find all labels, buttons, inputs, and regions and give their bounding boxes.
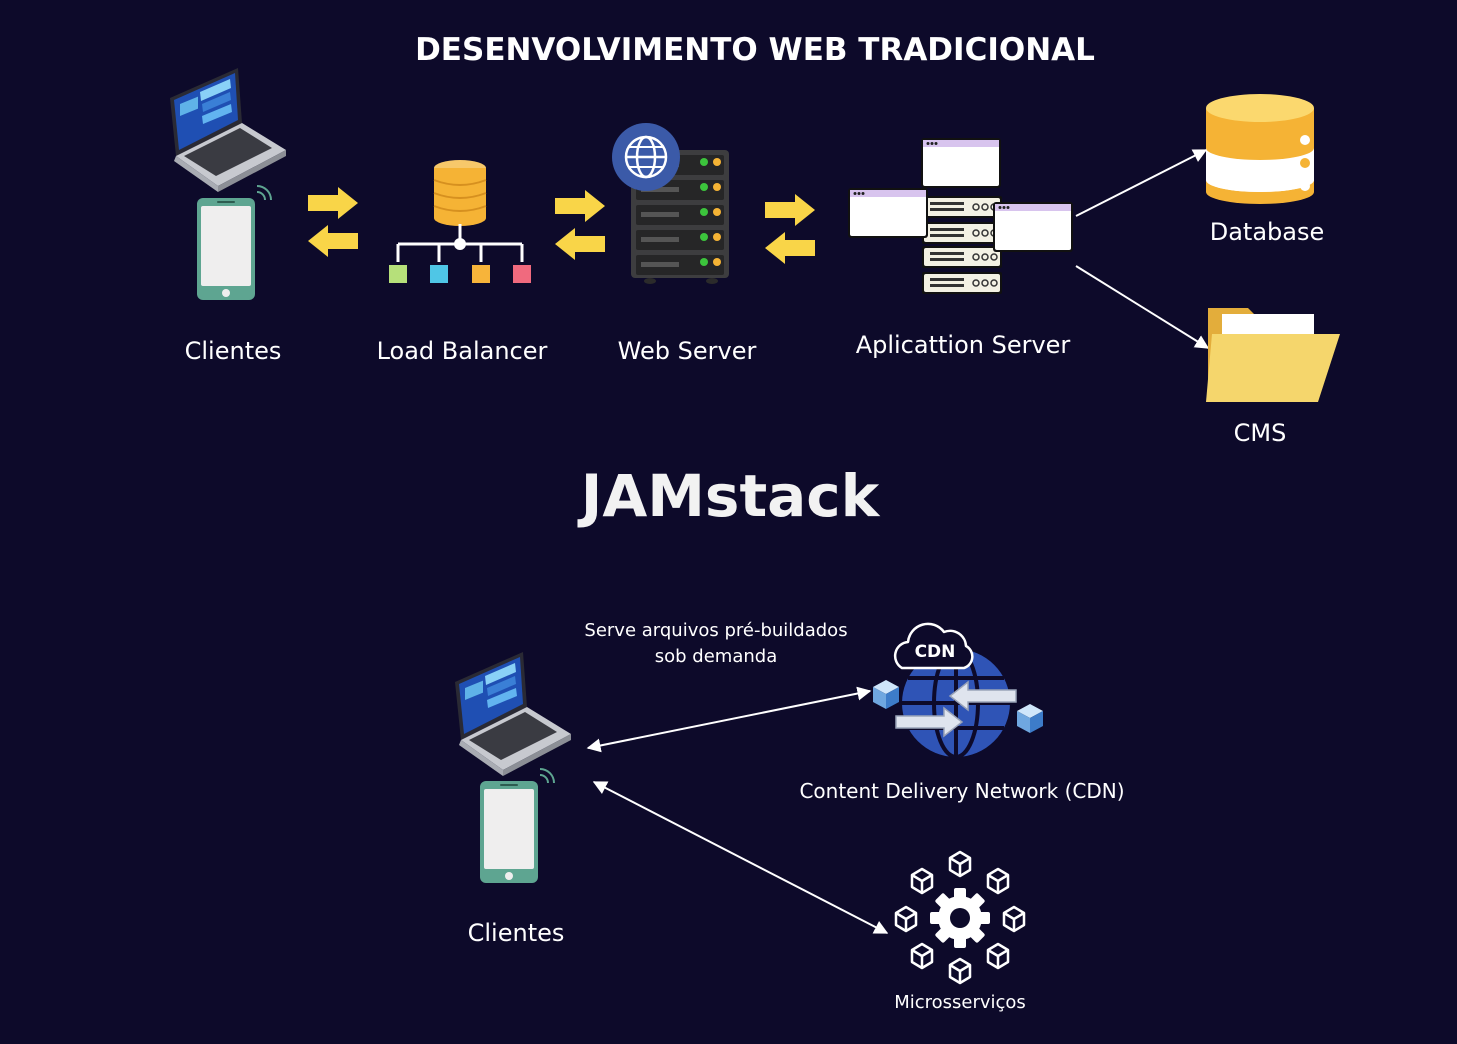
app-windows-icon: [848, 138, 1073, 295]
cube-icon: [873, 680, 899, 709]
database-icon: [1206, 94, 1314, 204]
client-cdn-arrow: [586, 686, 872, 753]
cube-icon: [948, 957, 972, 985]
laptop-icon: [455, 652, 571, 776]
clients-label: Clientes: [184, 337, 282, 365]
client-microservices-arrow: [592, 781, 889, 934]
jamstack-title: JAMstack: [580, 462, 880, 530]
globe-icon: [612, 123, 680, 191]
yellow-exchange-arrows-icon: [308, 187, 358, 257]
cube-icon: [986, 867, 1010, 895]
cdn-label: Content Delivery Network (CDN): [799, 779, 1125, 803]
database-label: Database: [1209, 218, 1325, 246]
cube-icon: [948, 850, 972, 878]
yellow-exchange-arrows-icon: [555, 190, 605, 260]
phone-icon: [479, 768, 555, 884]
microservices-label: Microsserviços: [894, 992, 1026, 1013]
cms-label: CMS: [1233, 419, 1287, 447]
cdn-badge: CDN: [914, 642, 956, 662]
cube-icon: [1002, 905, 1026, 933]
phone-icon: [196, 185, 272, 301]
traditional-title: DESENVOLVIMENTO WEB TRADICIONAL: [415, 32, 1095, 68]
yellow-exchange-arrows-icon: [765, 194, 815, 264]
to-cms-arrow: [1075, 265, 1210, 349]
load-balancer-icon: [389, 160, 531, 283]
serve-note-line2: sob demanda: [654, 646, 778, 667]
folder-icon: [1206, 308, 1340, 402]
load-balancer-label: Load Balancer: [376, 337, 548, 365]
cube-icon: [986, 942, 1010, 970]
cube-icon: [910, 942, 934, 970]
cube-icon: [894, 905, 918, 933]
cube-icon: [1017, 704, 1043, 733]
cube-icon: [910, 867, 934, 895]
cdn-cloud-icon: [893, 622, 974, 670]
gear-icon: [930, 888, 990, 948]
to-database-arrow: [1075, 149, 1208, 217]
serve-note-line1: Serve arquivos pré-buildados: [584, 620, 848, 641]
web-server-label: Web Server: [617, 337, 757, 365]
jamstack-clients-label: Clientes: [467, 919, 565, 947]
app-server-label: Aplicattion Server: [855, 331, 1071, 359]
laptop-icon: [170, 68, 286, 192]
